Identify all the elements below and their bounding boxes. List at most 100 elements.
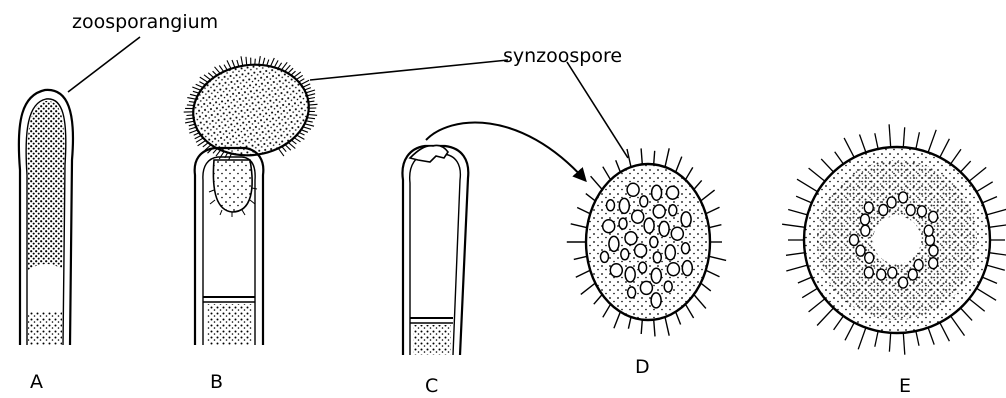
- synzoospore-flagellum: [581, 283, 596, 294]
- germling-flagellum: [982, 197, 997, 203]
- panel-d-synzoospore: [567, 148, 726, 336]
- germling-flagellum: [796, 196, 812, 203]
- synzoospore-nucleus: [651, 268, 661, 283]
- germling-nucleus: [899, 192, 908, 203]
- germling-nucleus: [888, 267, 897, 278]
- germling-flagellum: [858, 328, 866, 350]
- synzoospore-nucleus: [625, 232, 637, 245]
- germling-flagellum: [821, 159, 833, 172]
- synzoospore-flagellum: [709, 225, 722, 228]
- synzoospore-nucleus: [619, 218, 627, 229]
- synzoospore-nucleus: [607, 200, 615, 211]
- synzoospore-flagellum: [291, 71, 296, 75]
- synzoospore-flagellum: [685, 167, 692, 179]
- synzoospore-nucleus: [667, 186, 679, 199]
- germling-nucleus: [906, 205, 915, 216]
- synzoospore-nucleus: [667, 263, 679, 276]
- synzoospore-nucleus: [619, 198, 629, 213]
- germling-flagellum: [835, 152, 844, 164]
- synzoospore-flagellum: [189, 124, 195, 126]
- synzoospore-nucleus: [603, 220, 615, 233]
- germling-nucleus: [929, 211, 938, 222]
- label-synzoospore: synzoospore: [503, 45, 622, 67]
- synzoospore-flagellum: [603, 304, 611, 317]
- germling-flagellum: [875, 331, 878, 347]
- germling-flagellum: [875, 133, 878, 149]
- synzoospore-flagellum: [571, 224, 587, 228]
- synzoospore-nucleus: [621, 249, 629, 260]
- synzoospore-flagellum: [259, 56, 261, 65]
- synzoospore-nucleus: [610, 264, 622, 277]
- panel-label-a: A: [30, 371, 43, 393]
- synzoospore-flagellum: [301, 80, 309, 84]
- synzoospore-nucleus: [640, 281, 652, 294]
- synzoospore-flagellum: [591, 176, 603, 189]
- synzoospore-nucleus: [653, 252, 661, 263]
- germling-flagellum: [903, 333, 905, 355]
- synzoospore-flagellum: [685, 304, 693, 318]
- germling-flagellum: [951, 316, 965, 336]
- synzoospore-nucleus: [640, 196, 648, 207]
- synzoospore-flagellum: [274, 60, 278, 67]
- synzoospore-flagellum: [294, 138, 300, 142]
- synzoospore-flagellum: [215, 67, 221, 74]
- synzoospore-flagellum: [186, 118, 194, 119]
- germling-flagellum: [834, 316, 844, 330]
- panel-label-b: B: [210, 371, 223, 393]
- synzoospore-flagellum: [706, 270, 720, 277]
- germling-flagellum: [977, 288, 997, 300]
- germling-nucleus: [914, 259, 923, 270]
- synzoospore-nucleus: [627, 183, 639, 196]
- germling-flagellum: [977, 182, 993, 192]
- synzoospore-nucleus: [653, 205, 665, 218]
- germling-flagellum: [969, 299, 985, 312]
- germling-flagellum: [860, 135, 866, 153]
- synzoospore-flagellum: [203, 143, 208, 147]
- synzoospore-flagellum: [694, 180, 702, 189]
- synzoospore-flagellum: [187, 105, 194, 106]
- synzoospore-flagellum: [665, 317, 669, 336]
- synzoospore-nucleus: [669, 205, 677, 216]
- germling-flagellum: [987, 265, 1005, 270]
- germling-flagellum: [928, 328, 934, 345]
- germling-flagellum: [951, 149, 961, 164]
- synzoospore-flagellum: [219, 152, 224, 159]
- synzoospore-nucleus: [681, 212, 691, 227]
- synzoospore-flagellum: [303, 127, 311, 130]
- synzoospore-flagellum: [299, 79, 305, 82]
- synzoospore-flagellum: [586, 194, 596, 201]
- germling-flagellum: [809, 168, 825, 181]
- germling-flagellum: [889, 333, 890, 352]
- leader-zoosporangium: [68, 37, 140, 92]
- label-zoosporangium: zoosporangium: [72, 11, 218, 33]
- synzoospore-flagellum: [204, 75, 211, 80]
- germling-nucleus: [917, 206, 926, 217]
- synzoospore-flagellum: [196, 84, 203, 87]
- synzoospore-flagellum: [676, 157, 682, 173]
- synzoospore-flagellum: [641, 320, 642, 334]
- synzoospore-flagellum: [308, 115, 317, 116]
- germling-flagellum: [798, 277, 812, 283]
- synzoospore-nucleus: [664, 281, 672, 292]
- synzoospore-flagellum: [193, 91, 199, 93]
- synzoospore-flagellum: [305, 88, 311, 90]
- synzoospore-flagellum: [190, 94, 197, 96]
- synzoospore-flagellum: [255, 59, 256, 65]
- germling-nucleus: [850, 235, 859, 246]
- panel-c-empty-zoosporangium: [402, 123, 585, 355]
- synzoospore-flagellum: [665, 148, 669, 167]
- germling-flagellum: [982, 277, 997, 283]
- germling-flagellum: [969, 167, 986, 181]
- synzoospore-flagellum: [199, 82, 205, 85]
- synzoospore-flagellum: [309, 104, 318, 105]
- germling-flagellum: [786, 253, 805, 256]
- synzoospore-nucleus: [601, 251, 609, 262]
- synzoospore-flagellum: [237, 60, 239, 67]
- germling-flagellum: [961, 161, 971, 172]
- panel-b-emerging-synzoospore: [184, 56, 318, 345]
- germling-flagellum: [940, 139, 950, 158]
- germling-nucleus: [899, 277, 908, 288]
- synzoospore-flagellum: [297, 135, 305, 139]
- synzoospore-flagellum: [227, 60, 231, 68]
